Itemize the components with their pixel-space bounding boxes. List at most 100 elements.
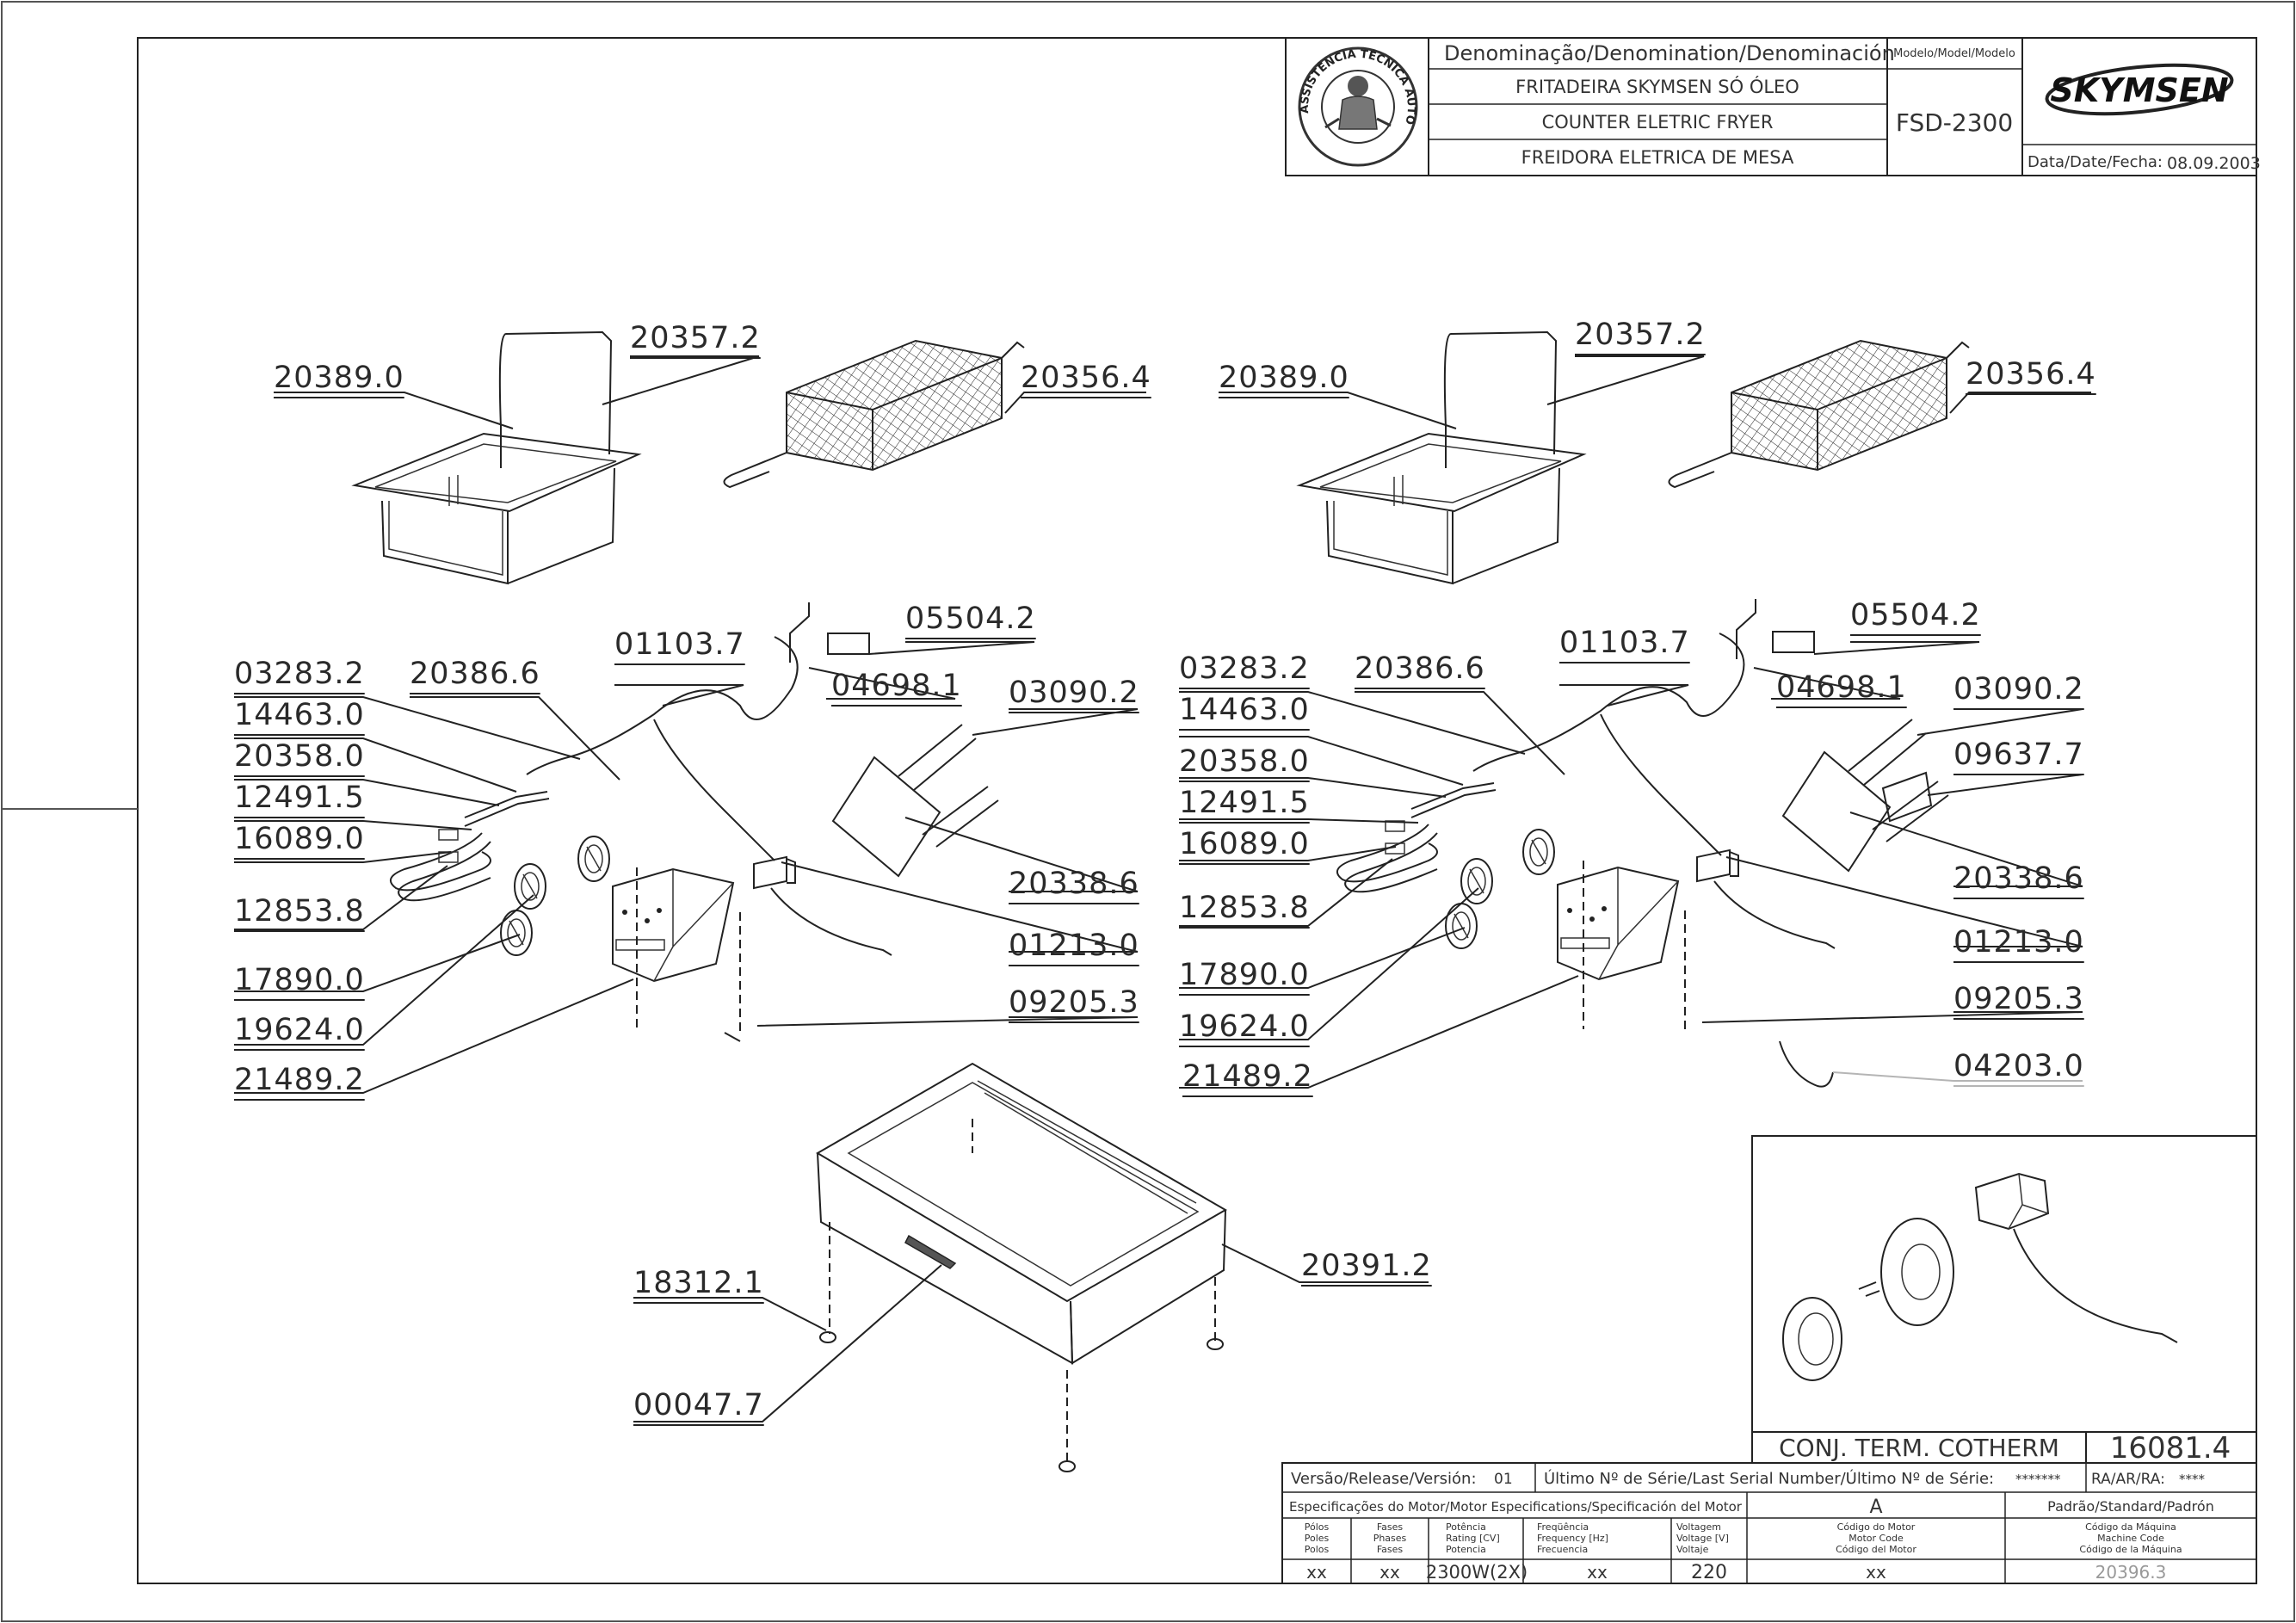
col-machine-code-2: Machine Code — [2097, 1533, 2164, 1544]
part-20356-4: 20356.4 — [1966, 357, 2096, 392]
assembly-left — [354, 330, 1025, 1042]
part-14463-0: 14463.0 — [234, 698, 365, 732]
product-name-en: COUNTER ELETRIC FRYER — [1542, 112, 1774, 133]
val-volt: 220 — [1691, 1562, 1727, 1583]
part-20357-2: 20357.2 — [630, 321, 761, 355]
part-labels-left: 20389.0 20357.2 20356.4 05504.2 01103.7 … — [234, 321, 1151, 1101]
detail-code: 16081.4 — [2110, 1431, 2231, 1466]
part-18312-1: 18312.1 — [633, 1266, 764, 1300]
part-04203-0: 04203.0 — [1953, 1049, 2084, 1083]
part-20386-6: 20386.6 — [410, 657, 540, 691]
date-label: Data/Date/Fecha: — [2028, 153, 2163, 171]
title-block: ASSISTÊNCIA TÉCNICA AUTORIZADA Denominaç… — [0, 0, 2261, 176]
date-value: 08.09.2003 — [2167, 154, 2261, 173]
part-labels-right: 20389.0 20357.2 20356.4 05504.2 01103.7 … — [1179, 318, 2096, 1097]
part-03283-2: 03283.2 — [1179, 651, 1310, 686]
product-name-pt: FRITADEIRA SKYMSEN SÓ ÓLEO — [1515, 76, 1799, 97]
part-20391-2: 20391.2 — [1301, 1249, 1432, 1283]
col-freq-3: Frecuencia — [1537, 1544, 1588, 1555]
spec-column-headers: Pólos Poles Polos Fases Phases Fases Pot… — [1305, 1521, 2182, 1555]
part-19624-0: 19624.0 — [234, 1013, 365, 1047]
col-poles-3: Polos — [1305, 1544, 1330, 1555]
brand-wordmark: SKYMSEN — [2050, 71, 2228, 109]
part-20386-6: 20386.6 — [1355, 651, 1485, 686]
denomination-header: Denominação/Denomination/Denominación — [1444, 41, 1895, 65]
part-04698-1: 04698.1 — [1776, 670, 1907, 705]
val-power: 2300W(2X) — [1426, 1562, 1528, 1583]
part-20389-0: 20389.0 — [1219, 361, 1349, 395]
part-05504-2: 05504.2 — [1850, 598, 1981, 633]
part-09205-3: 09205.3 — [1009, 985, 1139, 1020]
part-09637-7: 09637.7 — [1953, 737, 2084, 772]
part-12491-5: 12491.5 — [234, 781, 365, 815]
part-12491-5: 12491.5 — [1179, 786, 1310, 820]
part-20338-6: 20338.6 — [1009, 867, 1139, 901]
part-20358-0: 20358.0 — [1179, 744, 1310, 779]
version-value: 01 — [1494, 1471, 1513, 1488]
part-20357-2: 20357.2 — [1575, 318, 1706, 352]
val-motor-code: xx — [1866, 1562, 1886, 1583]
col-motor-code-2: Motor Code — [1849, 1533, 1904, 1544]
col-power-1: Potência — [1446, 1521, 1486, 1533]
val-phases: xx — [1379, 1562, 1400, 1583]
part-21489-2: 21489.2 — [1182, 1059, 1313, 1094]
col-phases-1: Fases — [1377, 1521, 1404, 1533]
part-labels-base: 20391.2 18312.1 00047.7 — [633, 1249, 1432, 1426]
spec-block — [1281, 1462, 2257, 1584]
col-motor-code-1: Código do Motor — [1837, 1521, 1916, 1533]
part-20358-0: 20358.0 — [234, 739, 365, 774]
skymsen-logo: SKYMSEN — [2045, 63, 2234, 116]
seal-text: ASSISTÊNCIA TÉCNICA AUTORIZADA — [0, 0, 1417, 126]
ra-value: **** — [2179, 1472, 2206, 1487]
part-01103-7: 01103.7 — [614, 627, 745, 662]
leader-lines — [234, 355, 2091, 1422]
part-20356-4: 20356.4 — [1021, 361, 1151, 395]
part-17890-0: 17890.0 — [1179, 958, 1310, 992]
col-freq-2: Frequency [Hz] — [1537, 1533, 1608, 1544]
col-phases-3: Fases — [1377, 1544, 1404, 1555]
col-machine-code-1: Código da Máquina — [2085, 1521, 2176, 1533]
part-09205-3: 09205.3 — [1953, 982, 2084, 1016]
motor-letter: A — [1869, 1496, 1882, 1518]
part-19624-0: 19624.0 — [1179, 1009, 1310, 1044]
val-poles: xx — [1306, 1562, 1327, 1583]
base-assembly — [816, 1062, 1228, 1472]
version-label: Versão/Release/Versión: — [1291, 1470, 1477, 1488]
spec-values: xx xx 2300W(2X) xx 220 xx 20396.3 — [1306, 1562, 2166, 1583]
detail-caption: CONJ. TERM. COTHERM — [1779, 1434, 2059, 1462]
drawing-frame — [137, 37, 2257, 1584]
detail-box — [1751, 1135, 2257, 1464]
part-05504-2: 05504.2 — [905, 602, 1036, 636]
product-name-es: FREIDORA ELETRICA DE MESA — [1521, 147, 1794, 168]
assembly-right — [1299, 330, 1970, 1088]
col-volt-3: Voltaje — [1676, 1544, 1709, 1555]
model-number: FSD-2300 — [1896, 108, 2013, 137]
col-power-2: Rating [CV] — [1446, 1533, 1500, 1544]
standard-label: Padrão/Standard/Padrón — [2047, 1498, 2214, 1515]
part-03090-2: 03090.2 — [1009, 676, 1139, 710]
svg-text:ASSISTÊNCIA TÉCNICA AUTORIZADA: ASSISTÊNCIA TÉCNICA AUTORIZADA — [0, 0, 1417, 126]
col-machine-code-3: Código de la Máquina — [2079, 1544, 2182, 1555]
col-volt-2: Voltage [V] — [1676, 1533, 1729, 1544]
part-01213-0: 01213.0 — [1009, 929, 1139, 963]
part-03283-2: 03283.2 — [234, 657, 365, 691]
part-17890-0: 17890.0 — [234, 963, 365, 997]
part-16089-0: 16089.0 — [1179, 827, 1310, 861]
part-20338-6: 20338.6 — [1953, 861, 2084, 896]
col-power-3: Potencia — [1446, 1544, 1486, 1555]
part-01103-7: 01103.7 — [1559, 626, 1690, 660]
part-12853-8: 12853.8 — [1179, 891, 1310, 925]
serial-value: ******* — [2015, 1472, 2061, 1487]
val-machine-code: 20396.3 — [2095, 1562, 2167, 1583]
part-16089-0: 16089.0 — [234, 822, 365, 856]
col-poles-2: Poles — [1305, 1533, 1330, 1544]
col-volt-1: Voltagem — [1676, 1521, 1721, 1533]
val-freq: xx — [1587, 1562, 1608, 1583]
part-14463-0: 14463.0 — [1179, 693, 1310, 727]
ra-label: RA/AR/RA: — [2091, 1471, 2165, 1488]
part-00047-7: 00047.7 — [633, 1388, 764, 1422]
part-04698-1: 04698.1 — [831, 669, 962, 703]
col-freq-1: Freqüência — [1537, 1521, 1589, 1533]
